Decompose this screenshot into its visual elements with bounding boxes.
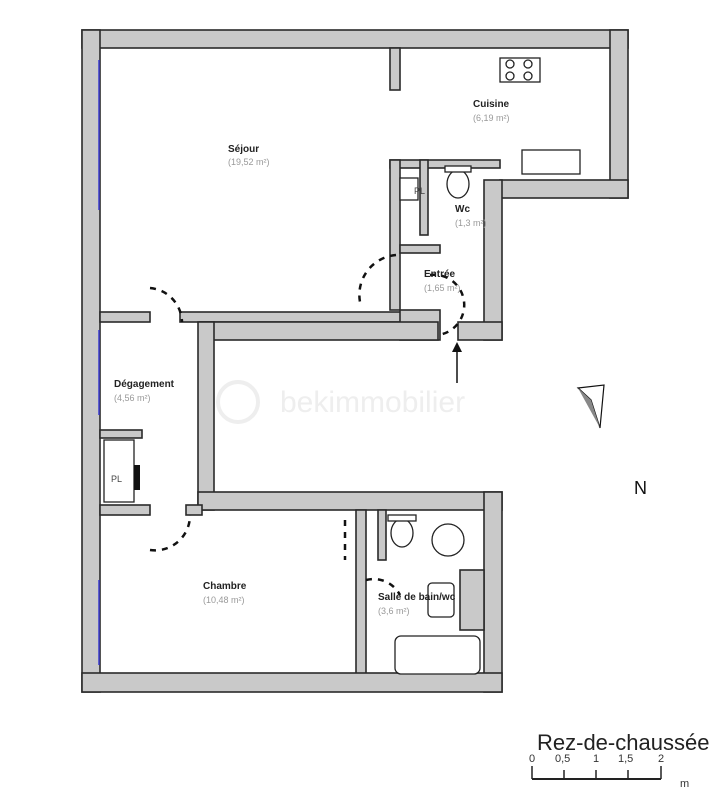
bathtub-icon bbox=[394, 635, 481, 675]
room-area-sdb: (3,6 m²) bbox=[378, 606, 410, 616]
scale-tick: 2 bbox=[658, 753, 664, 765]
scale-tick: 0 bbox=[529, 753, 535, 765]
room-area-degagement: (4,56 m²) bbox=[114, 393, 151, 403]
room-area-wc: (1,3 m²) bbox=[455, 218, 487, 228]
room-name-sdb: Salle de bain/wc bbox=[378, 592, 456, 603]
scale-unit: m bbox=[680, 778, 689, 790]
room-name-cuisine: Cuisine bbox=[473, 99, 510, 110]
compass-arrow-icon bbox=[576, 384, 605, 429]
walls bbox=[81, 29, 629, 693]
watermark: bekimmobilier bbox=[280, 386, 465, 419]
shower-icon bbox=[431, 523, 465, 557]
room-area-entree: (1,65 m²) bbox=[424, 283, 461, 293]
room-area-cuisine: (6,19 m²) bbox=[473, 113, 510, 123]
scale-tick: 1,5 bbox=[618, 753, 633, 765]
sink-icon bbox=[521, 149, 581, 175]
scale-tick: 0,5 bbox=[555, 753, 570, 765]
toilet-icon bbox=[446, 169, 470, 199]
level-title: Rez-de-chaussée bbox=[537, 730, 709, 755]
room-name-sejour: Séjour bbox=[228, 144, 259, 155]
washbasin-icon bbox=[427, 582, 455, 618]
fixtures bbox=[103, 57, 581, 675]
north-label: N bbox=[634, 478, 647, 498]
doors bbox=[149, 253, 466, 596]
room-area-chambre: (10,48 m²) bbox=[203, 595, 245, 605]
toilet-icon-2 bbox=[390, 518, 414, 548]
scale-tick: 1 bbox=[593, 753, 599, 765]
watermark-logo-icon bbox=[216, 380, 260, 424]
closet-label: PL bbox=[414, 186, 425, 196]
entrance-arrow-icon bbox=[452, 342, 462, 383]
closet-label: PL bbox=[111, 474, 122, 484]
room-area-sejour: (19,52 m²) bbox=[228, 157, 270, 167]
closet-box-2 bbox=[103, 439, 135, 503]
scale-bar bbox=[531, 766, 662, 780]
room-name-chambre: Chambre bbox=[203, 581, 247, 592]
room-name-entree: Entrée bbox=[424, 269, 456, 280]
closet-box bbox=[399, 177, 419, 201]
room-name-degagement: Dégagement bbox=[114, 379, 175, 390]
room-name-wc: Wc bbox=[455, 204, 470, 215]
cooktop-icon bbox=[499, 57, 541, 83]
